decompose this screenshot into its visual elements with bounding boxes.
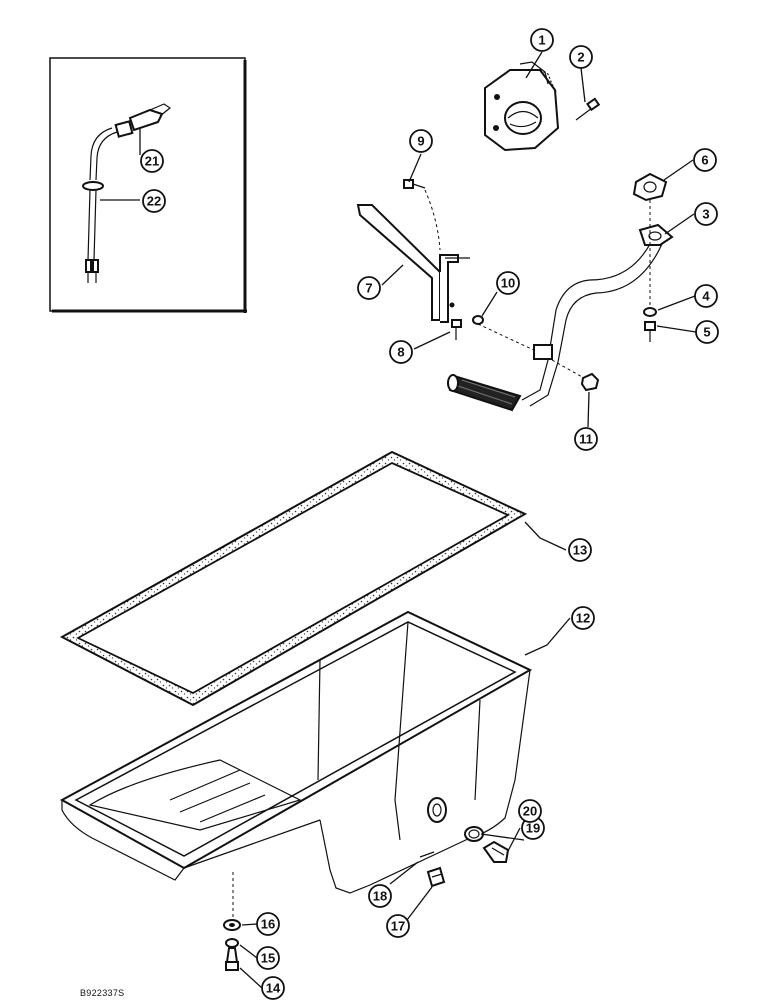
callout-14: 14 [261,976,285,1000]
callout-4: 4 [694,284,718,308]
bolt-part-9 [403,179,441,251]
oil-level-sensor-part [82,103,172,283]
callout-21: 21 [140,149,164,173]
callout-13: 13 [568,538,592,562]
svg-text:12: 12 [576,611,590,626]
callout-8: 8 [389,340,413,364]
seal-ring-part-20 [464,826,484,842]
svg-text:9: 9 [417,134,424,149]
oil-pump-part [484,61,560,152]
svg-text:13: 13 [573,543,587,558]
callout-20: 20 [518,799,542,823]
callout-10: 10 [496,271,520,295]
svg-text:19: 19 [526,821,540,836]
callout-17: 17 [386,914,410,938]
washer-part-10 [472,315,484,325]
svg-text:5: 5 [703,325,710,340]
pin-part-18 [419,851,435,858]
svg-text:6: 6 [701,153,708,168]
callout-5: 5 [695,320,719,344]
oil-pickup-tube-part [447,223,674,412]
svg-text:20: 20 [523,804,537,819]
plug-part-17 [426,866,446,888]
callout-15: 15 [256,946,280,970]
leader-lines [100,51,697,989]
nut-part-11 [580,372,600,392]
svg-text:18: 18 [373,889,387,904]
callout-18: 18 [368,884,392,908]
bolt-part-14 [225,947,239,971]
svg-text:21: 21 [145,154,159,169]
svg-text:7: 7 [365,281,372,296]
bolt-part-8 [451,319,462,340]
svg-text:3: 3 [702,207,709,222]
inset-box [49,57,247,313]
svg-text:2: 2 [577,50,584,65]
callout-2: 2 [569,45,593,69]
svg-text:15: 15 [261,951,275,966]
svg-text:14: 14 [266,981,281,996]
callout-7: 7 [357,276,381,300]
washer-part-16 [223,919,241,931]
svg-text:11: 11 [579,432,593,447]
callout-22: 22 [142,189,166,213]
alignment-line-2 [477,323,585,379]
svg-text:17: 17 [391,919,405,934]
callout-3: 3 [694,202,718,226]
callout-9: 9 [409,129,433,153]
oil-pan-part [59,610,533,920]
drain-plug-part-19 [482,840,510,863]
svg-text:1: 1 [538,33,545,48]
bracket-part [356,204,470,323]
svg-text:10: 10 [501,276,515,291]
washer-part-4 [643,307,657,317]
figure-code: B922337S [80,988,125,998]
callout-12: 12 [571,606,595,630]
callout-6: 6 [693,148,717,172]
svg-text:8: 8 [397,345,404,360]
svg-text:16: 16 [261,917,275,932]
callout-16: 16 [256,912,280,936]
bolt-part-5 [644,321,656,342]
svg-text:22: 22 [147,194,161,209]
bolt-part-2 [575,97,601,121]
washer-part-15 [225,938,239,948]
oil-pan-gasket-part [59,450,528,707]
tube-gasket-part [632,172,668,202]
callout-1: 1 [530,28,554,52]
svg-text:4: 4 [702,289,710,304]
callout-11: 11 [574,427,598,451]
